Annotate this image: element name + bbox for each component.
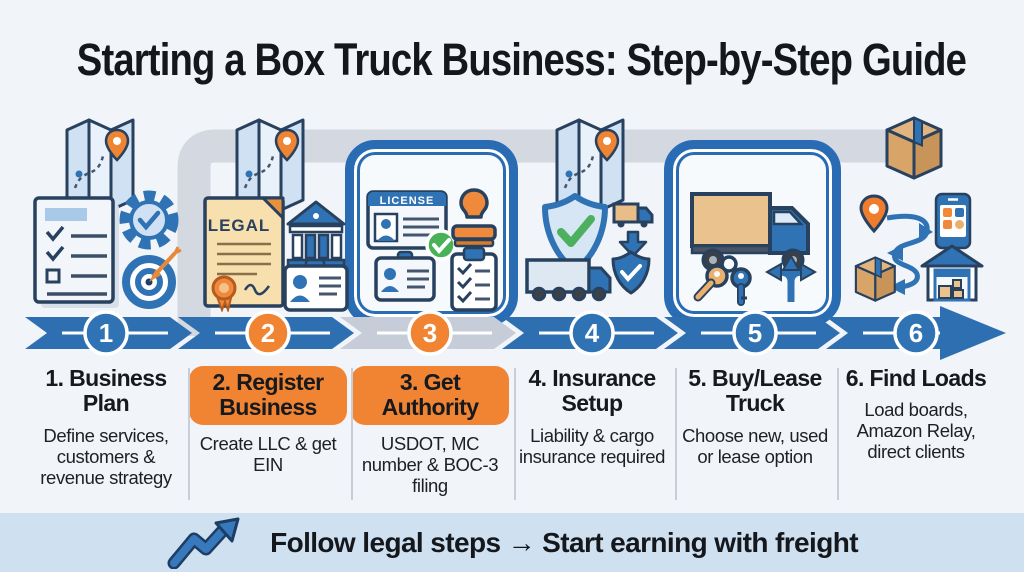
down-arrow-icon xyxy=(618,230,648,258)
step-5-title: 5. Buy/Lease Truck xyxy=(688,365,822,417)
legal-document-icon: LEGAL xyxy=(203,196,285,312)
svg-text:2: 2 xyxy=(261,318,275,348)
step-2-icons: LEGAL xyxy=(203,118,349,312)
column-divider xyxy=(675,368,677,500)
column-divider xyxy=(188,368,190,500)
step-6-title: 6. Find Loads xyxy=(845,365,987,391)
road-path xyxy=(177,129,906,336)
step-1-title: 1. Business Plan xyxy=(45,365,167,417)
license-card-icon: LICENSE xyxy=(366,190,457,261)
gear-check-icon xyxy=(119,190,179,250)
step-4-label: 4. Insurance Setup Liability & cargo ins… xyxy=(513,365,671,467)
svg-text:6: 6 xyxy=(909,318,923,348)
step-4-number-badge: 4 xyxy=(569,310,615,356)
step-2-highlight-pill: 2. Register Business xyxy=(189,366,347,425)
step-3-icons: LICENSE xyxy=(366,188,498,312)
step-3-highlight-pill: 3. Get Authority xyxy=(351,366,509,425)
step-6-label: 6. Find Loads Load boards, Amazon Relay,… xyxy=(837,365,995,463)
mobile-app-icon xyxy=(934,192,972,250)
package-box-icon xyxy=(885,116,943,180)
step-5-icons xyxy=(690,192,818,306)
target-icon xyxy=(122,246,182,309)
step-2-title: 2. Register Business xyxy=(212,369,324,421)
three-way-arrow-icon xyxy=(764,253,818,302)
step-4-description: Liability & cargo insurance required xyxy=(518,424,666,467)
arrowhead xyxy=(940,306,1006,360)
step-1-label: 1. Business Plan Define services, custom… xyxy=(27,365,185,488)
column-divider xyxy=(837,368,839,500)
checklist-document-icon xyxy=(33,196,119,308)
step-4-icons xyxy=(525,118,654,302)
license-text: LICENSE xyxy=(380,195,435,207)
page-title: Starting a Box Truck Business: Step-by-S… xyxy=(76,34,967,85)
legal-text: LEGAL xyxy=(208,216,271,235)
step-1-description: Define services, customers & revenue str… xyxy=(40,424,172,488)
step-3-label: 3. Get Authority USDOT, MC number & BOC-… xyxy=(351,366,509,496)
timeline-segments xyxy=(25,306,1006,360)
delivery-truck-icon xyxy=(612,202,654,228)
svg-text:4: 4 xyxy=(585,318,600,348)
step-5-description: Choose new, used or lease option xyxy=(682,424,828,467)
step-2-label: 2. Register Business Create LLC & get EI… xyxy=(189,366,347,475)
step-6-icons xyxy=(854,116,984,302)
cargo-truck-icon xyxy=(525,258,612,302)
column-divider xyxy=(351,368,353,500)
step-labels: 1. Business Plan Define services, custom… xyxy=(0,365,1024,506)
svg-text:3: 3 xyxy=(423,318,437,348)
shield-verified-icon xyxy=(611,250,651,295)
id-card-icon xyxy=(283,258,349,312)
clipboard-checklist-icon xyxy=(450,246,498,312)
svg-text:5: 5 xyxy=(748,318,762,348)
step-6-description: Load boards, Amazon Relay, direct client… xyxy=(856,399,976,463)
bottom-banner: Follow legal steps → Start earning with … xyxy=(0,513,1024,572)
step-3-title: 3. Get Authority xyxy=(381,369,479,421)
step-3-number-badge: 3 xyxy=(407,310,453,356)
step-timeline: 1 2 3 4 5 6 xyxy=(25,306,1006,360)
step-1-number-badge: 1 xyxy=(83,310,129,356)
bank-building-icon xyxy=(286,200,346,269)
banner-text: Follow legal steps → Start earning with … xyxy=(270,526,858,558)
step-6-number-badge: 6 xyxy=(893,310,939,356)
step-2-number-badge: 2 xyxy=(245,310,291,356)
keys-icon xyxy=(693,255,752,306)
step-5-label: 5. Buy/Lease Truck Choose new, used or l… xyxy=(676,365,834,467)
step-4-title: 4. Insurance Setup xyxy=(528,365,656,417)
location-pin-icon xyxy=(859,194,889,234)
map-icon xyxy=(555,118,625,212)
id-badge-icon xyxy=(374,250,436,302)
route-path-icon xyxy=(886,213,933,295)
trend-arrow-icon xyxy=(167,517,240,569)
stamp-icon xyxy=(451,188,497,248)
warehouse-icon xyxy=(920,244,984,302)
step-3-description: USDOT, MC number & BOC-3 filing xyxy=(361,432,499,496)
column-divider xyxy=(514,368,516,500)
svg-text:1: 1 xyxy=(99,318,113,348)
step-2-description: Create LLC & get EIN xyxy=(199,432,337,475)
step-1-icons xyxy=(33,118,182,309)
step-5-number-badge: 5 xyxy=(732,310,778,356)
package-box-icon xyxy=(854,256,896,302)
